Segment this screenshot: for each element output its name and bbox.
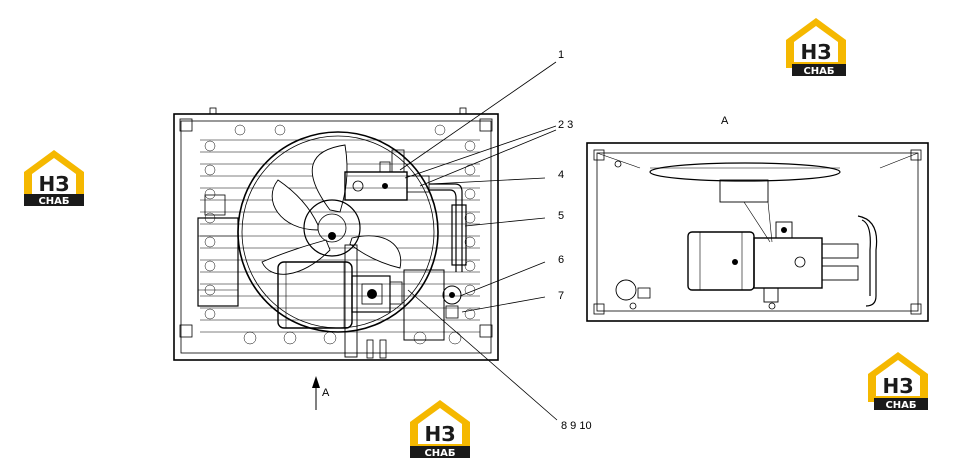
valve-block	[344, 149, 430, 201]
watermark-logo-top-right: НЗ СНАБ	[786, 18, 846, 77]
hose	[429, 183, 467, 272]
leader-lines	[399, 61, 558, 421]
main-view	[173, 107, 499, 361]
view-arrow-label: A	[322, 387, 330, 399]
svg-text:НЗ: НЗ	[425, 422, 456, 446]
view-a-title: A	[721, 115, 729, 127]
side-motor	[197, 194, 239, 307]
svg-text:СНАБ: СНАБ	[424, 448, 455, 459]
svg-text:СНАБ: СНАБ	[38, 196, 69, 207]
pump-motor	[277, 261, 403, 329]
watermark-logo-left: НЗ СНАБ	[24, 150, 84, 207]
fan-hub	[303, 199, 361, 257]
callout-2-3: 2 3	[558, 119, 573, 131]
callout-4: 4	[558, 169, 564, 181]
svg-text:СНАБ: СНАБ	[885, 400, 916, 411]
callout-1: 1	[558, 49, 564, 61]
watermark-logo-bottom-right: НЗ СНАБ	[868, 352, 928, 411]
callout-5: 5	[558, 210, 564, 222]
svg-text:НЗ: НЗ	[801, 40, 832, 64]
callout-7: 7	[558, 290, 564, 302]
view-arrow	[312, 376, 320, 410]
svg-text:НЗ: НЗ	[39, 172, 70, 196]
view-a	[586, 142, 929, 322]
svg-text:НЗ: НЗ	[883, 374, 914, 398]
callout-8-9-10: 8 9 10	[561, 420, 592, 432]
filter-valve	[403, 269, 462, 341]
callout-6: 6	[558, 254, 564, 266]
fan-blades	[261, 144, 402, 275]
watermark-logo-bottom-center: НЗ СНАБ	[410, 400, 470, 459]
svg-text:СНАБ: СНАБ	[803, 66, 834, 77]
